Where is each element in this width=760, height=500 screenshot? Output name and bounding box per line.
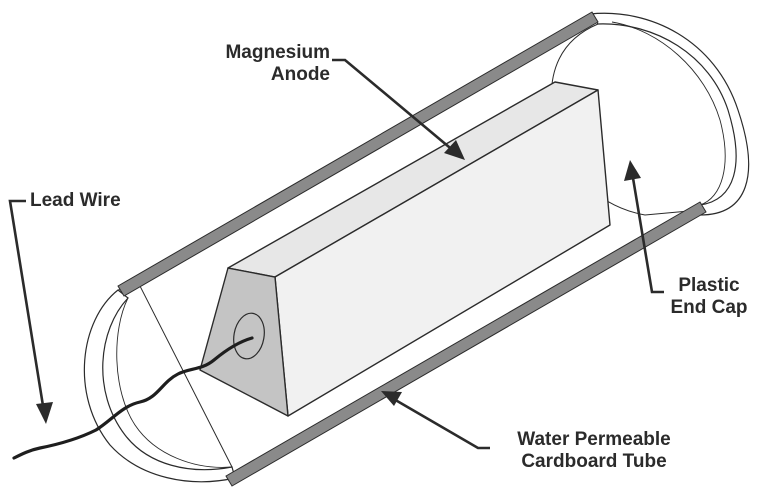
wire-socket <box>233 312 265 360</box>
arrow-magnesium-anode <box>332 58 456 153</box>
label-magnesium-anode-line1: Magnesium <box>225 42 330 63</box>
arrow-cardboard-tube <box>391 396 490 450</box>
label-lead-wire: Lead Wire <box>30 190 121 212</box>
label-magnesium-anode: Magnesium Anode <box>198 42 330 86</box>
label-lead-wire-text: Lead Wire <box>30 190 121 211</box>
plastic-end-cap-near <box>83 285 236 483</box>
magnesium-anode <box>199 81 611 417</box>
label-magnesium-anode-line2: Anode <box>270 64 330 85</box>
label-cardboard-tube-line1: Water Permeable <box>517 429 671 450</box>
label-plastic-end-cap-line1: Plastic <box>678 275 740 296</box>
pointer-arrows <box>8 58 664 450</box>
arrow-plastic-end-cap <box>630 171 664 294</box>
label-plastic-end-cap-line2: End Cap <box>670 297 748 318</box>
lead-wire <box>12 336 254 460</box>
arrow-lead-wire <box>8 199 46 413</box>
label-plastic-end-cap: Plastic End Cap <box>662 275 756 319</box>
label-cardboard-tube: Water Permeable Cardboard Tube <box>494 429 694 473</box>
label-cardboard-tube-line2: Cardboard Tube <box>521 451 667 472</box>
cardboard-tube <box>117 11 707 487</box>
